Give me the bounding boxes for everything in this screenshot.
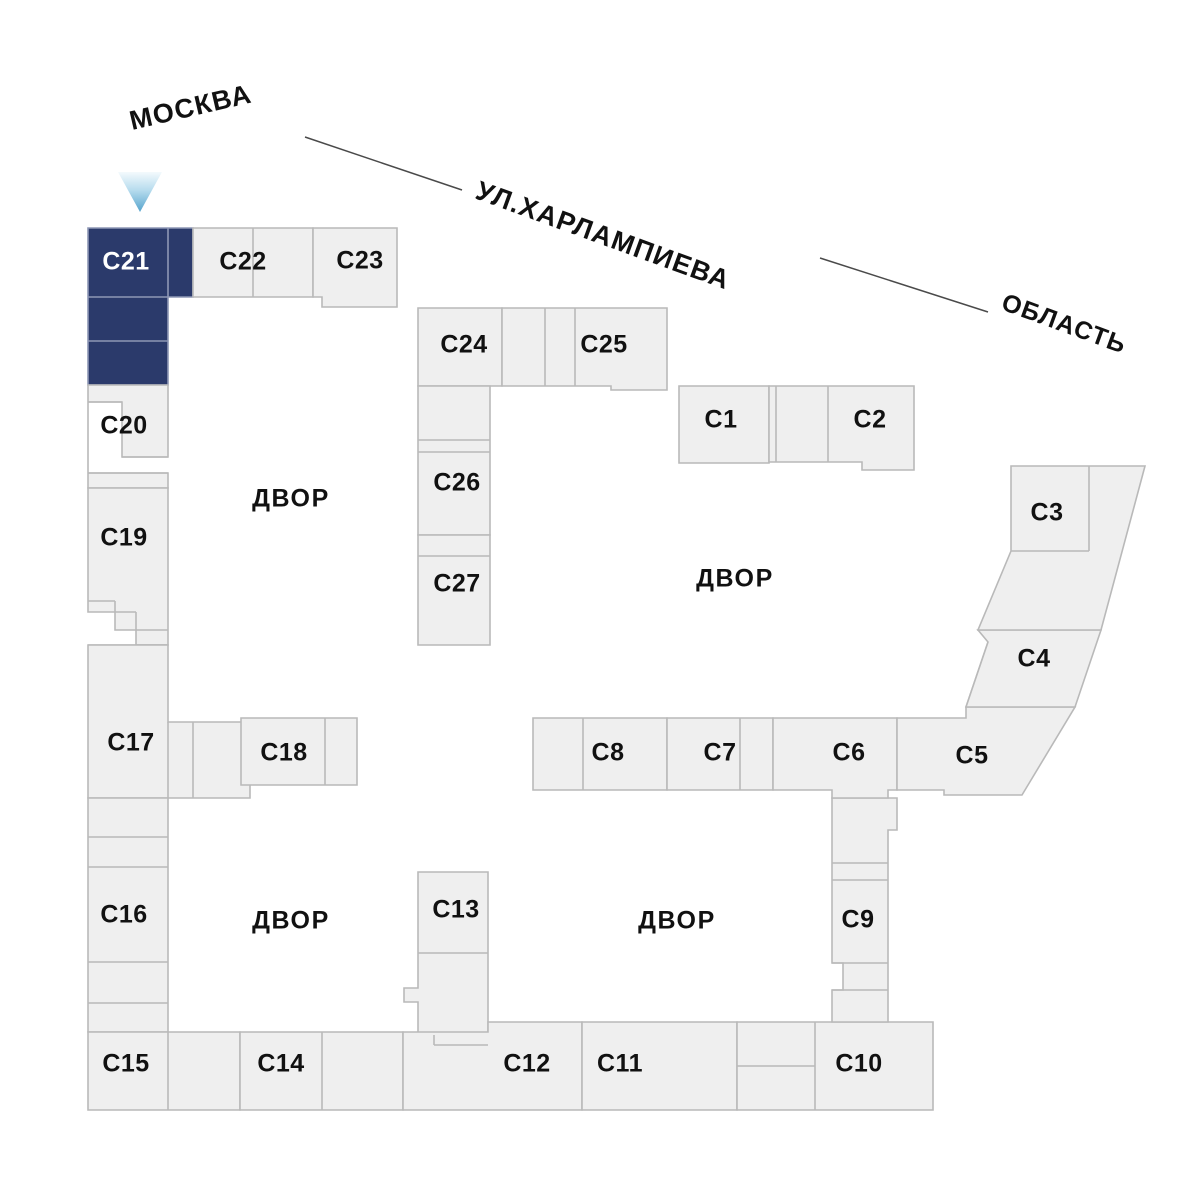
street-label-oblast: ОБЛАСТЬ [998,288,1131,359]
building-block-C27[interactable]: C27 [417,534,491,646]
courtyard-label-yard-sw: ДВОР [252,907,330,935]
building-block-C22[interactable]: C22 [192,227,314,298]
building-shape-C3[interactable] [976,465,1147,631]
courtyard-label-yard-nw: ДВОР [252,485,330,513]
building-block-C15[interactable]: C15 [87,1031,241,1111]
building-label-C27: C27 [433,570,480,598]
building-label-C25: C25 [580,331,627,359]
courtyard-label-yard-se: ДВОР [638,907,716,935]
building-label-C6: C6 [833,739,866,767]
building-block-C9[interactable]: C9 [831,797,898,1023]
building-label-C14: C14 [257,1050,304,1078]
courtyard-labels: ДВОР ДВОР ДВОР ДВОР [252,485,774,935]
building-label-C9: C9 [842,906,875,934]
building-label-C5: C5 [956,742,989,770]
building-block-C20[interactable]: C20 [87,384,169,489]
building-shape-C17[interactable] [87,644,251,799]
building-shape-C2[interactable] [768,385,915,471]
building-label-C24: C24 [440,331,487,359]
marker-triangle-icon[interactable] [118,172,162,212]
building-block-C12[interactable]: C12 [402,1021,583,1111]
building-label-C7: C7 [704,739,737,767]
building-block-C21[interactable]: C21 [87,227,194,386]
building-label-C3: C3 [1031,499,1064,527]
building-block-C4[interactable]: C4 [964,629,1103,708]
building-block-C7[interactable]: C7 [666,717,774,791]
building-block-C17[interactable]: C17 [87,644,251,799]
building-block-C6[interactable]: C6 [772,717,898,799]
selected-block-marker[interactable] [118,172,162,212]
building-block-C11[interactable]: C11 [581,1021,738,1111]
building-block-C8[interactable]: C8 [532,717,668,791]
building-shape-C19[interactable] [87,487,169,646]
building-label-C2: C2 [854,406,887,434]
building-label-C21: C21 [102,248,149,276]
building-label-C18: C18 [260,739,307,767]
building-block-C23[interactable]: C23 [312,227,398,308]
building-label-C23: C23 [336,247,383,275]
building-block-C19[interactable]: C19 [87,487,169,646]
building-block-C10[interactable]: C10 [736,1021,934,1111]
building-label-C15: C15 [102,1050,149,1078]
building-label-C11: C11 [597,1050,643,1078]
building-label-C13: C13 [432,896,479,924]
building-shape-C27[interactable] [417,534,491,646]
leader-moskva [304,136,463,191]
building-shape-C5[interactable] [896,706,1077,796]
building-label-C19: C19 [100,524,147,552]
building-label-C10: C10 [835,1050,882,1078]
building-label-C20: C20 [100,412,147,440]
building-label-C16: C16 [100,901,147,929]
building-block-C13[interactable]: C13 [403,871,489,1046]
building-label-C4: C4 [1018,645,1051,673]
building-block-C2[interactable]: C2 [768,385,915,471]
building-block-C16[interactable]: C16 [87,797,169,1033]
building-shape-C23[interactable] [312,227,398,308]
building-label-C12: C12 [503,1050,550,1078]
building-label-C22: C22 [219,248,266,276]
building-block-C3[interactable]: C3 [976,465,1147,631]
building-shape-C1[interactable] [678,385,770,464]
building-label-C17: C17 [107,729,154,757]
street-leader-lines [304,136,989,313]
street-label-harlampieva: УЛ.ХАРЛАМПИЕВА [472,175,734,295]
courtyard-label-yard-ne: ДВОР [696,565,774,593]
building-shape-C12[interactable] [402,1021,583,1111]
building-label-C8: C8 [592,739,625,767]
building-block-C14[interactable]: C14 [239,1031,404,1111]
building-block-C26[interactable]: C26 [417,385,491,536]
building-shape-C18[interactable] [240,717,358,786]
building-block-C18[interactable]: C18 [240,717,358,786]
building-block-C24[interactable]: C24 [417,307,503,387]
building-label-C26: C26 [433,469,480,497]
building-block-C25[interactable]: C25 [501,307,668,391]
street-label-moskva: МОСКВА [127,79,255,136]
building-shape-C25[interactable] [501,307,668,391]
leader-oblast [819,257,989,313]
building-shape-C26[interactable] [417,385,491,536]
building-block-C1[interactable]: C1 [678,385,770,464]
building-label-C1: C1 [705,406,738,434]
